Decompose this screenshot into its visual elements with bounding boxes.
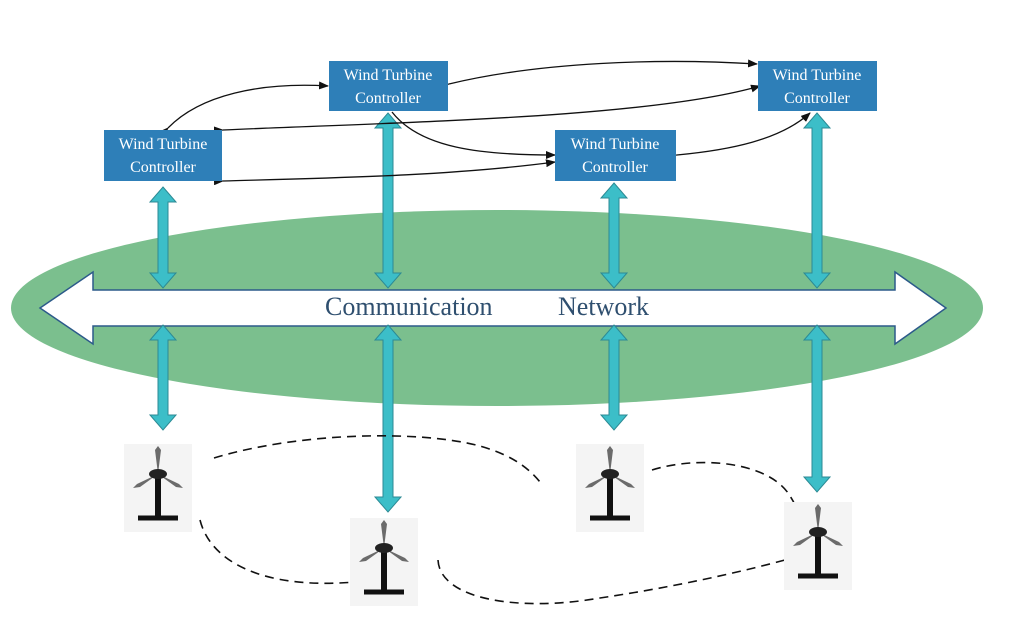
link-c2-c3 xyxy=(391,111,556,159)
link-c1-c4 xyxy=(213,84,761,135)
link-network-turbine-3 xyxy=(599,324,629,431)
turbine-link-d xyxy=(651,461,806,526)
controller-4: Wind Turbine Controller xyxy=(758,61,877,111)
controller-4-line2: Controller xyxy=(784,90,850,107)
network-bus-arrow xyxy=(38,270,948,346)
wind-turbine-2 xyxy=(350,518,418,606)
controller-4-line1: Wind Turbine xyxy=(773,67,862,84)
wind-turbine-icon xyxy=(350,518,418,606)
turbine-link-b xyxy=(199,519,356,584)
wind-turbine-1 xyxy=(124,444,192,532)
link-network-turbine-2 xyxy=(373,324,403,513)
link-controller-1-network xyxy=(148,186,178,289)
link-c1-c3 xyxy=(213,159,556,186)
wind-turbine-4 xyxy=(784,502,852,590)
vertical-links xyxy=(148,112,832,513)
controller-3-line1: Wind Turbine xyxy=(571,136,660,153)
controller-2-line1: Wind Turbine xyxy=(344,67,433,84)
controller-3: Wind Turbine Controller xyxy=(555,130,676,181)
controller-3-line2: Controller xyxy=(582,159,648,176)
network-label-word1: Communication xyxy=(325,292,493,321)
controller-2: Wind Turbine Controller xyxy=(329,61,448,111)
turbine-link-c xyxy=(437,559,786,605)
link-controller-3-network xyxy=(599,182,629,289)
network-label-word2: Network xyxy=(558,292,649,321)
wind-turbine-3 xyxy=(576,444,644,532)
controller-2-line2: Controller xyxy=(355,90,421,107)
turbine-link-a xyxy=(213,435,541,483)
wind-turbine-icon xyxy=(784,502,852,590)
link-network-turbine-4 xyxy=(802,324,832,493)
controller-1: Wind Turbine Controller xyxy=(104,130,222,181)
link-network-turbine-1 xyxy=(148,324,178,431)
link-c1-c2 xyxy=(158,81,329,138)
controller-1-line1: Wind Turbine xyxy=(119,136,208,153)
wind-turbine-icon xyxy=(124,444,192,532)
link-c2-c4 xyxy=(439,59,758,91)
controller-links xyxy=(158,59,811,186)
turbine-links xyxy=(199,435,806,605)
wind-turbine-icon xyxy=(576,444,644,532)
link-c3-c4 xyxy=(667,112,811,160)
controller-1-line2: Controller xyxy=(130,159,196,176)
